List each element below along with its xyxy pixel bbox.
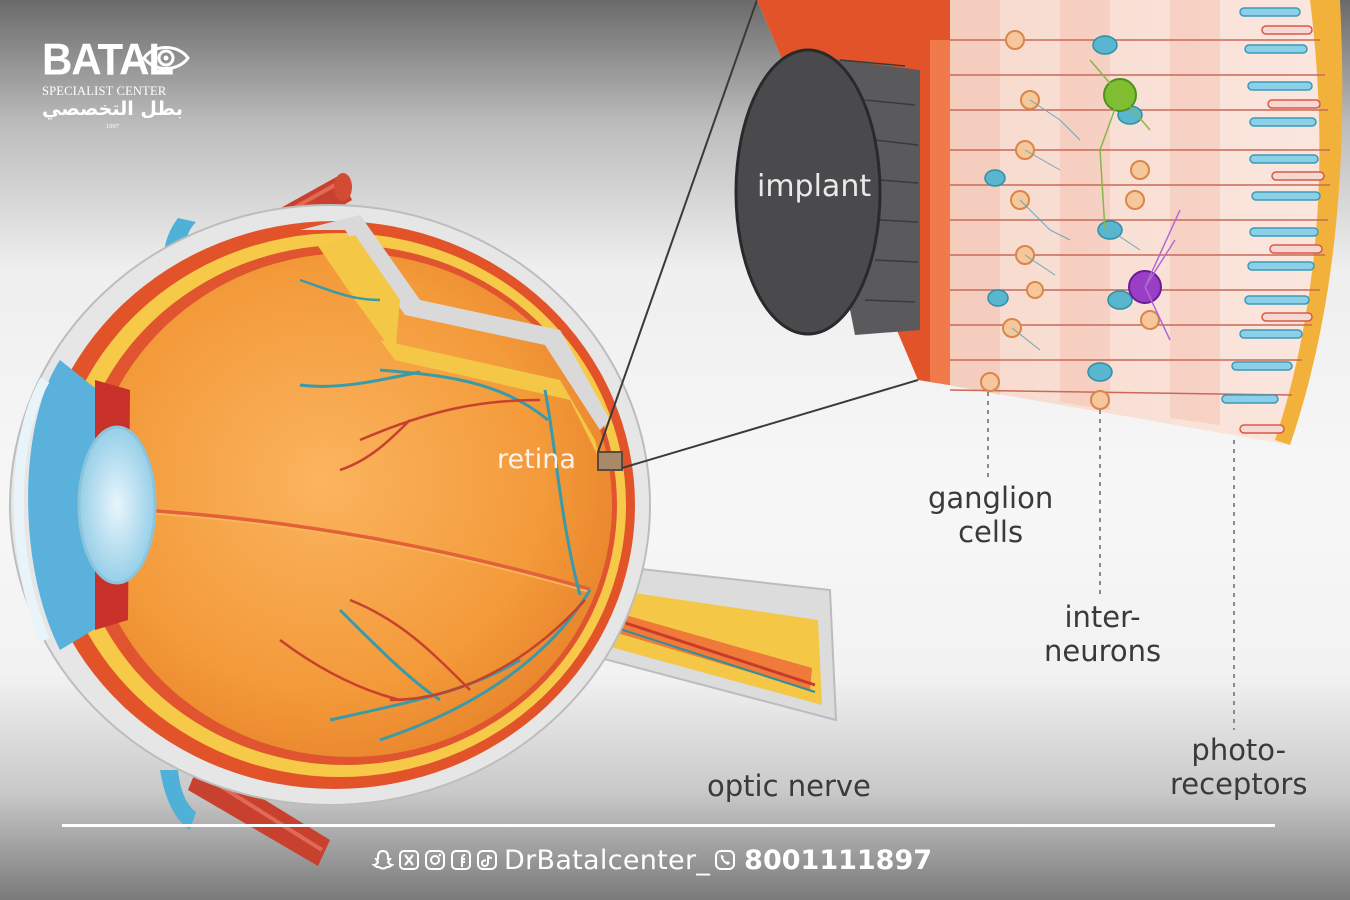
footer-contact: DrBatalcenter_ 8001111897 — [372, 840, 932, 880]
label-optic-nerve: optic nerve — [707, 769, 871, 803]
label-ganglion-cells: ganglion cells — [928, 481, 1053, 549]
phone-number[interactable]: 8001111897 — [744, 844, 933, 876]
tiktok-icon[interactable] — [476, 849, 498, 871]
footer-divider — [62, 824, 1275, 827]
logo-subtitle: SPECIALIST CENTER — [42, 84, 167, 98]
implant-disc — [734, 48, 920, 336]
label-inter-line2: neurons — [1044, 634, 1162, 668]
logo-wordmark: BATAL — [42, 34, 174, 85]
phone-icon — [715, 850, 736, 870]
label-implant: implant — [757, 169, 872, 204]
label-retina: retina — [497, 444, 576, 475]
label-photoreceptors: photo- receptors — [1170, 733, 1307, 801]
social-handle[interactable]: DrBatalcenter_ — [504, 844, 711, 876]
label-photo-line1: photo- — [1191, 733, 1287, 767]
logo-year: 1997 — [106, 123, 119, 130]
batal-logo: BATAL SPECIALIST CENTER بطل التخصصي 1997 — [40, 34, 200, 136]
label-ganglion-line1: ganglion — [928, 481, 1054, 515]
eyeball — [9, 204, 651, 806]
instagram-icon[interactable] — [424, 849, 446, 871]
label-ganglion-line2: cells — [958, 515, 1024, 549]
logo-arabic-name: بطل التخصصي — [42, 98, 183, 120]
zoom-indicator — [597, 0, 919, 471]
retina-cross-section — [734, 0, 1343, 730]
label-photo-line2: receptors — [1170, 767, 1308, 801]
x-icon[interactable] — [398, 849, 420, 871]
facebook-icon[interactable] — [450, 849, 472, 871]
eye-logo-icon — [142, 46, 190, 70]
label-inter-line1: inter- — [1064, 600, 1141, 634]
snapchat-icon[interactable] — [372, 849, 394, 871]
label-interneurons: inter- neurons — [1044, 600, 1161, 668]
